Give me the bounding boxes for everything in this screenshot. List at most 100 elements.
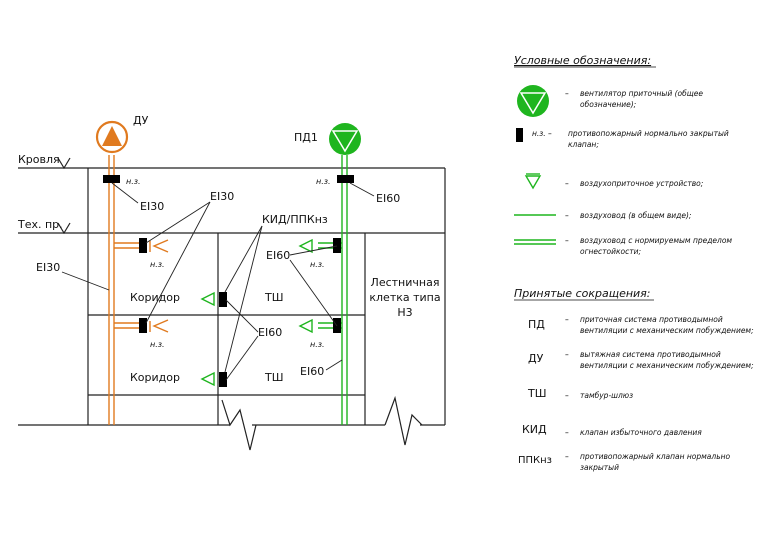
legend-title: Условные обозначения: bbox=[514, 54, 651, 67]
stair-label-line2: клетка типа bbox=[369, 291, 440, 304]
kid-grille-lower-icon bbox=[200, 371, 215, 387]
leader-ei60-roof bbox=[349, 182, 375, 197]
leader-ei30-roof bbox=[111, 182, 139, 204]
nz-label-exhaust-upper: н.з. bbox=[150, 260, 165, 269]
ei60-label-bottom: EI60 bbox=[300, 365, 324, 378]
leader-ei30-top-a bbox=[145, 201, 211, 244]
leader-ei60-bottom bbox=[325, 359, 343, 371]
exhaust-fan-icon bbox=[95, 120, 129, 154]
nz-label-exhaust-lower: н.з. bbox=[150, 340, 165, 349]
abbr-dash-tsh: – bbox=[565, 391, 569, 400]
room-labels: Кровля Тех. пр. Коридор Коридор ТШ ТШ Ле… bbox=[17, 153, 441, 384]
legend-duct-text: воздуховод (в общем виде); bbox=[580, 211, 691, 220]
supply-fan-triangle-icon bbox=[331, 130, 359, 153]
legend-duct-dash: – bbox=[565, 211, 569, 220]
abbr-code-du: ДУ bbox=[528, 352, 544, 365]
abbreviations-title: Принятые сокращения: bbox=[514, 287, 651, 300]
abbr-kid-line1: клапан избыточного давления bbox=[580, 428, 702, 437]
leader-ei60-mid-b bbox=[289, 259, 338, 327]
abbr-code-pd: ПД bbox=[528, 318, 545, 331]
building-structure bbox=[18, 157, 446, 451]
abbr-ppknz-line2: закрытый bbox=[580, 463, 619, 472]
legend-air-device-icon bbox=[524, 175, 542, 190]
exhaust-fan-triangle-icon bbox=[102, 126, 122, 146]
break-mark-right bbox=[384, 395, 423, 446]
nz-label-supply-roof: н.з. bbox=[316, 177, 331, 186]
abbr-tsh-line1: тамбур-шлюз bbox=[580, 391, 633, 400]
legend-duct-fr-dash: – bbox=[565, 236, 569, 245]
legend-duct-fr-line1: воздуховод с нормируемым пределом bbox=[580, 236, 732, 245]
legend-valve-line2: клапан; bbox=[568, 140, 599, 149]
abbreviations: Принятые сокращения: ПД – приточная сист… bbox=[514, 287, 754, 472]
leader-ei60-partition-a bbox=[225, 299, 259, 333]
du-label: ДУ bbox=[133, 114, 149, 127]
abbr-du-line2: вентиляции с механическим побуждением; bbox=[580, 361, 754, 370]
legend-valve-code: н.з. – bbox=[532, 129, 552, 138]
stair-label-line3: Н3 bbox=[397, 306, 412, 319]
abbr-pd-line2: вентиляции с механическим побуждением; bbox=[580, 326, 754, 335]
kid-grille-upper-icon bbox=[200, 291, 215, 307]
tsh-lower-label: ТШ bbox=[264, 371, 283, 384]
leader-ei30-left bbox=[61, 271, 110, 291]
abbr-code-tsh: ТШ bbox=[527, 387, 546, 400]
abbr-pd-line1: приточная система противодымной bbox=[580, 315, 723, 324]
corridor-upper-label: Коридор bbox=[130, 291, 180, 304]
abbr-dash-du: – bbox=[565, 350, 569, 359]
ei30-label-top: EI30 bbox=[210, 190, 234, 203]
ei30-label-roof: EI30 bbox=[140, 200, 164, 213]
exhaust-valve-upper-icon bbox=[139, 238, 147, 253]
supply-grille-lower-icon bbox=[298, 318, 313, 334]
leader-ei60-partition-b bbox=[225, 335, 259, 381]
exhaust-system: ДУ н.з. EI30 EI30 н.з. н.з. EI30 bbox=[36, 114, 234, 425]
leader-kid-upper bbox=[224, 225, 263, 293]
roof-label: Кровля bbox=[18, 153, 60, 166]
pd1-label: ПД1 bbox=[294, 131, 318, 144]
supply-valve-upper-icon bbox=[333, 238, 341, 253]
leader-kid-lower bbox=[224, 225, 263, 373]
supply-grille-upper-icon bbox=[298, 238, 313, 254]
tech-floor-label: Тех. пр. bbox=[17, 218, 63, 231]
leader-ei60-mid-a bbox=[289, 245, 338, 256]
break-mark-left bbox=[221, 399, 257, 451]
kid-valve-upper-icon bbox=[219, 292, 227, 307]
ei30-label-left: EI30 bbox=[36, 261, 60, 274]
legend-fan-triangle-icon bbox=[519, 92, 547, 115]
ei60-label-mid: EI60 bbox=[266, 249, 290, 262]
legend-fan-line1: вентилятор приточный (общее bbox=[580, 89, 703, 98]
legend-air-device-text: воздухоприточное устройство; bbox=[580, 179, 703, 188]
nz-label-supply-upper: н.з. bbox=[310, 260, 325, 269]
abbr-du-line1: вытяжная система противодымной bbox=[580, 350, 721, 359]
abbr-code-ppknz: ППКнз bbox=[518, 455, 552, 466]
partition-devices: КИД/ППКнз EI60 bbox=[200, 213, 328, 387]
kid-ppk-label: КИД/ППКнз bbox=[262, 213, 328, 226]
stair-label-line1: Лестничная bbox=[371, 276, 440, 289]
legend-valve-icon bbox=[516, 128, 523, 142]
corridor-lower-label: Коридор bbox=[130, 371, 180, 384]
nz-label-supply-lower: н.з. bbox=[310, 340, 325, 349]
kid-valve-lower-icon bbox=[219, 372, 227, 387]
ei60-label-partition: EI60 bbox=[258, 326, 282, 339]
supply-roof-valve-icon bbox=[337, 175, 354, 183]
exhaust-grille-lower-icon bbox=[152, 319, 169, 333]
abbr-ppknz-line1: противопожарный клапан нормально bbox=[580, 452, 731, 461]
legend-duct-fr-line2: огнестойкости; bbox=[580, 247, 641, 256]
roof-level-mark bbox=[57, 157, 71, 170]
abbr-dash-kid: – bbox=[565, 428, 569, 437]
leader-ei30-top-b bbox=[145, 201, 211, 324]
exhaust-roof-valve-icon bbox=[103, 175, 120, 183]
abbr-code-kid: КИД bbox=[522, 423, 547, 436]
abbr-dash-ppknz: – bbox=[565, 452, 569, 461]
tech-floor-level-mark bbox=[57, 222, 71, 235]
legend-air-device-dash: – bbox=[565, 179, 569, 188]
exhaust-valve-lower-icon bbox=[139, 318, 147, 333]
legend: Условные обозначения: – вентилятор прито… bbox=[514, 54, 732, 256]
legend-valve-line1: противопожарный нормально закрытый bbox=[568, 129, 729, 138]
legend-fan-dash: – bbox=[565, 89, 569, 98]
legend-fan-line2: обозначение); bbox=[580, 100, 636, 109]
ei60-label-roof: EI60 bbox=[376, 192, 400, 205]
tsh-upper-label: ТШ bbox=[264, 291, 283, 304]
nz-label-exhaust-roof: н.з. bbox=[126, 177, 141, 186]
supply-system: ПД1 н.з. EI60 н.з. н.з. EI60 EI60 bbox=[266, 123, 400, 425]
abbr-dash-pd: – bbox=[565, 315, 569, 324]
